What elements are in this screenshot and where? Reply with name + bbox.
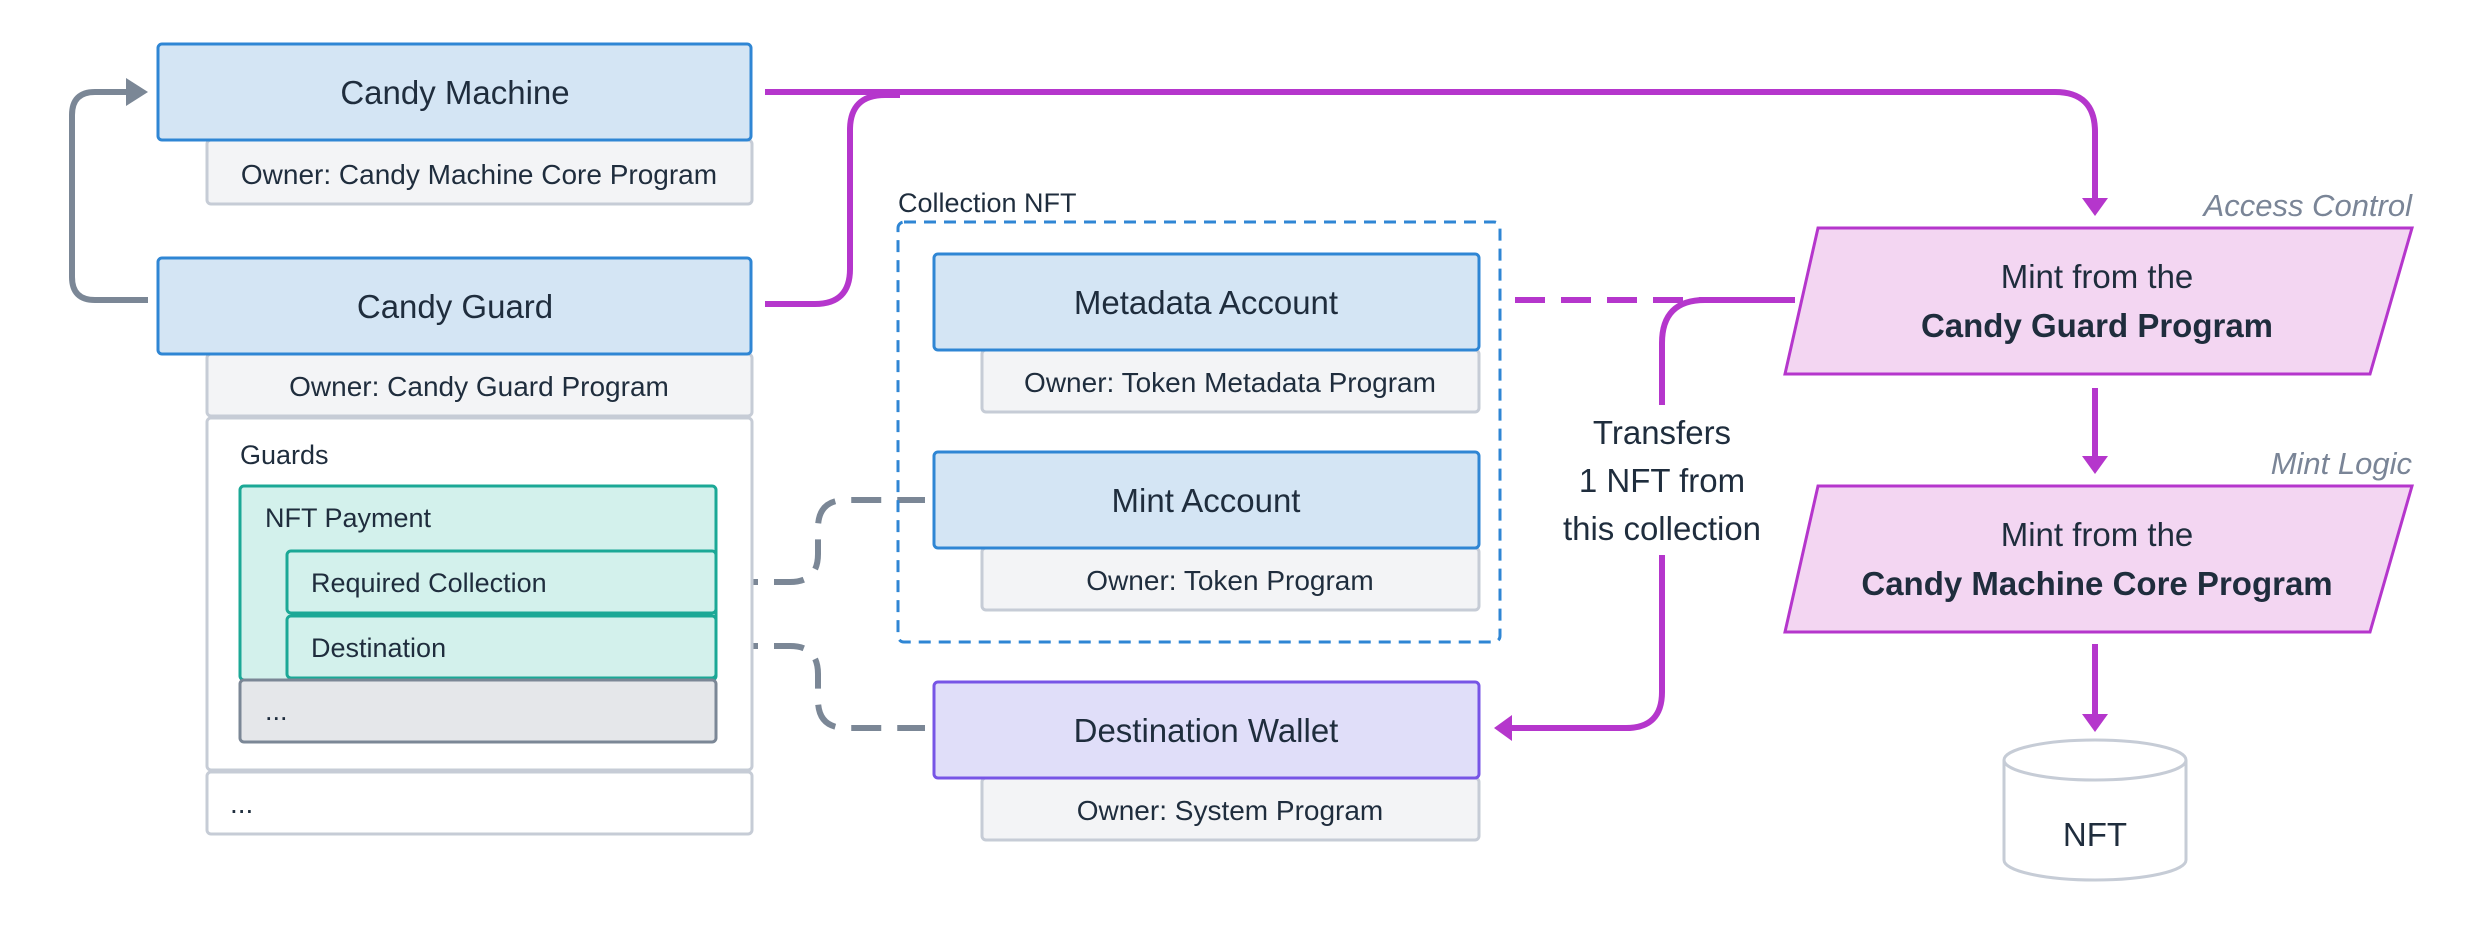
machine-to-access-control-arrowhead xyxy=(2082,198,2108,216)
destination-wallet-box xyxy=(932,680,1481,780)
candy-machine-account: Owner: Candy Machine Core Program Candy … xyxy=(156,42,754,206)
mint-account-title: Mint Account xyxy=(1112,482,1301,519)
transfer-arrowhead xyxy=(1494,715,1512,741)
access-control-program: Access Control Mint from the Candy Guard… xyxy=(1783,188,2414,376)
candy-guard-box xyxy=(156,256,753,356)
candy-machine-box xyxy=(156,42,753,142)
transfer-connector-bottom xyxy=(1510,555,1665,731)
nft-cylinder-top xyxy=(2002,738,2188,782)
machine-to-access-control-connector xyxy=(765,89,2098,200)
required-collection-field xyxy=(285,549,718,615)
transfer-connector-top xyxy=(1659,297,1795,405)
required-collection-label: Required Collection xyxy=(311,568,547,598)
candy-machine-owner-label: Owner: Candy Machine Core Program xyxy=(241,159,717,190)
nft-label: NFT xyxy=(2063,816,2127,853)
mintlogic-to-nft-arrowhead xyxy=(2082,714,2108,732)
guard-to-machine-connector xyxy=(69,89,148,303)
guards-label: Guards xyxy=(240,440,329,470)
candy-guard-title: Candy Guard xyxy=(357,288,553,325)
destination-field xyxy=(285,614,718,680)
collection-nft-label: Collection NFT xyxy=(898,188,1077,218)
guard-to-machine-arrowhead xyxy=(126,78,148,106)
transfer-note-line1: Transfers xyxy=(1593,414,1731,451)
guards-more-label: ... xyxy=(265,696,288,726)
nft-cylinder: NFT xyxy=(2002,738,2188,882)
mint-logic-tag: Mint Logic xyxy=(2271,446,2413,481)
guard-to-access-control-connector xyxy=(765,92,900,307)
nft-cylinder-body xyxy=(2002,760,2188,882)
candy-machine-title: Candy Machine xyxy=(340,74,569,111)
mint-owner-label: Owner: Token Program xyxy=(1086,565,1373,596)
collection-nft-group: Collection NFT Owner: Token Metadata Pro… xyxy=(896,188,1502,644)
access-control-shape xyxy=(1783,226,2414,376)
candy-guard-more-label: ... xyxy=(230,788,253,819)
mint-account-box xyxy=(932,450,1481,550)
collection-nft-boundary xyxy=(896,220,1502,644)
transfer-note-line2: 1 NFT from xyxy=(1579,462,1745,499)
candy-guard-owner-label: Owner: Candy Guard Program xyxy=(289,371,669,402)
destination-wallet-owner-label: Owner: System Program xyxy=(1077,795,1384,826)
destination-dashed-connector xyxy=(728,643,925,731)
mint-logic-line1: Mint from the xyxy=(2001,516,2194,553)
nft-payment-label: NFT Payment xyxy=(265,503,432,533)
transfer-note: Transfers 1 NFT from this collection xyxy=(1563,414,1761,547)
mint-logic-line2: Candy Machine Core Program xyxy=(1861,565,2332,602)
access-control-tag: Access Control xyxy=(2202,188,2414,223)
destination-wallet-account: Owner: System Program Destination Wallet xyxy=(932,680,1481,842)
destination-wallet-title: Destination Wallet xyxy=(1074,712,1339,749)
mint-logic-shape xyxy=(1783,484,2414,634)
metadata-account-title: Metadata Account xyxy=(1074,284,1338,321)
candy-guard-more-box xyxy=(205,770,754,836)
mint-logic-program: Mint Logic Mint from the Candy Machine C… xyxy=(1783,446,2414,634)
metadata-account-box xyxy=(932,252,1481,352)
metadata-owner-label: Owner: Token Metadata Program xyxy=(1024,367,1436,398)
destination-label: Destination xyxy=(311,633,446,663)
transfer-note-line3: this collection xyxy=(1563,510,1761,547)
access-to-mintlogic-arrowhead xyxy=(2082,456,2108,474)
candy-guard-account: ... Guards NFT Payment Required Collecti… xyxy=(156,256,754,836)
access-control-line1: Mint from the xyxy=(2001,258,2194,295)
required-collection-dashed-connector xyxy=(728,497,925,585)
guards-more-box xyxy=(238,678,718,744)
access-control-line2: Candy Guard Program xyxy=(1921,307,2273,344)
